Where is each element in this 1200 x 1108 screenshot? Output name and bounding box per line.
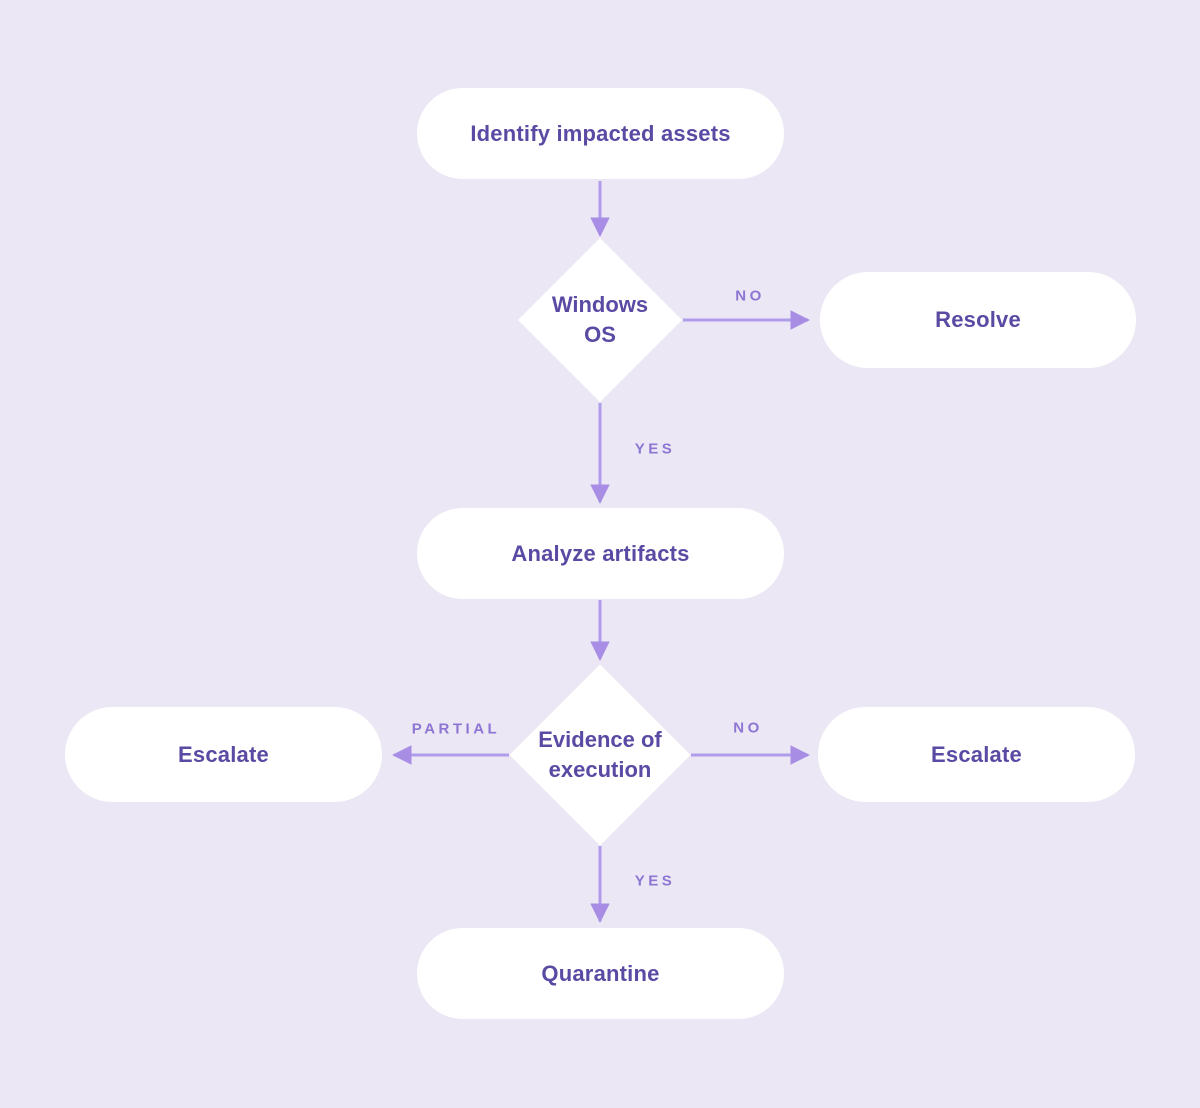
node-resolve: Resolve: [820, 272, 1136, 368]
node-label: Resolve: [935, 307, 1021, 332]
node-label: Evidence of execution: [538, 727, 662, 782]
node-quarantine: Quarantine: [417, 928, 784, 1019]
edge-label-partial: PARTIAL: [411, 720, 501, 738]
edge-label-no: NO: [735, 287, 765, 305]
node-escalate-right: Escalate: [818, 707, 1135, 802]
node-label: Escalate: [178, 741, 269, 767]
node-label: Quarantine: [541, 960, 660, 986]
node-identify-impacted-assets: Identify impacted assets: [417, 88, 784, 179]
node-label: Windows OS: [551, 292, 649, 347]
edge-label-yes: YES: [634, 440, 676, 458]
edge-label-yes: YES: [634, 872, 676, 890]
node-windows-os-decision: Windows OS: [517, 237, 683, 403]
node-label: Escalate: [931, 741, 1022, 767]
node-label: Analyze artifacts: [511, 540, 690, 566]
node-evidence-of-execution-decision: Evidence of execution: [509, 664, 691, 846]
edge-label-no: NO: [733, 719, 763, 737]
node-escalate-left: Escalate: [65, 707, 382, 802]
node-analyze-artifacts: Analyze artifacts: [417, 508, 784, 599]
node-label: Identify impacted assets: [470, 120, 731, 146]
